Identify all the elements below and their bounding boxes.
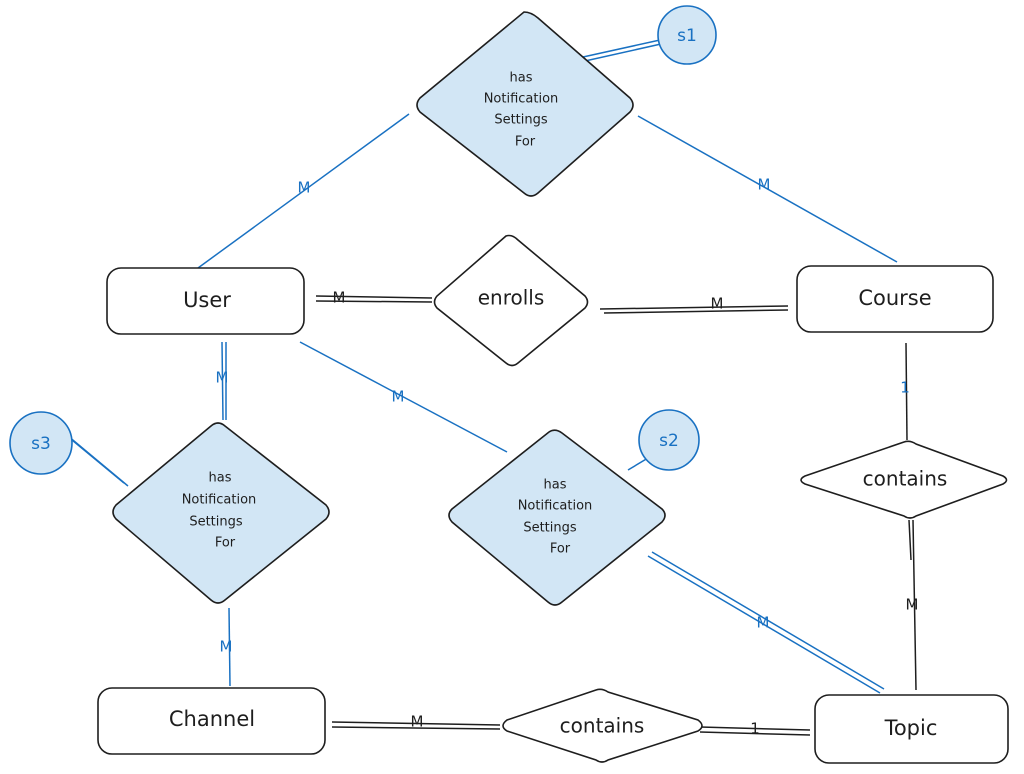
relationship-s3-line-1: has bbox=[209, 471, 232, 486]
connector-contains-topic-double bbox=[908, 519, 912, 561]
relationship-enrolls[interactable]: enrolls bbox=[433, 234, 589, 367]
relationship-s3-line-2: Notification bbox=[182, 493, 257, 508]
marker-s1[interactable]: s1 bbox=[657, 5, 717, 65]
cardinality-user-enrolls: M bbox=[333, 289, 346, 307]
connector-s2-topic bbox=[647, 555, 881, 694]
relationship-s3-line-4: For bbox=[215, 536, 236, 551]
marker-s2-label: s2 bbox=[659, 431, 679, 451]
connector-user-s3 bbox=[221, 341, 224, 421]
entity-course-label: Course bbox=[858, 286, 931, 310]
marker-s3[interactable]: s3 bbox=[9, 411, 73, 475]
connector-channel-contains bbox=[331, 721, 501, 726]
connector-channel-contains-double bbox=[331, 726, 501, 730]
connector-user-enrolls bbox=[315, 295, 433, 299]
relationship-s3-line-3: Settings bbox=[189, 515, 243, 530]
connector-contains-topic-bottom bbox=[699, 726, 811, 731]
cardinality-channel-contains: M bbox=[411, 713, 424, 731]
connector-s3-marker-double bbox=[71, 439, 125, 484]
relationship-enrolls-label: enrolls bbox=[478, 286, 545, 310]
cardinality-user-s2: M bbox=[392, 388, 405, 406]
relationship-s1-line-3: Settings bbox=[494, 113, 548, 128]
marker-s2[interactable]: s2 bbox=[638, 409, 700, 471]
relationship-s1-line-2: Notification bbox=[484, 92, 559, 107]
relationship-s2-line-1: has bbox=[544, 478, 567, 493]
cardinality-channel-s3: M bbox=[220, 638, 233, 656]
cardinality-course-s1: M bbox=[758, 176, 771, 194]
relationship-s2-line-2: Notification bbox=[518, 499, 593, 514]
connector-s1-marker bbox=[582, 39, 661, 58]
relationship-s2-line-3: Settings bbox=[523, 521, 577, 536]
relationship-s1-line-1: has bbox=[510, 71, 533, 86]
connector-enrolls-course-double bbox=[603, 309, 789, 314]
connector-enrolls-course bbox=[599, 305, 789, 310]
cardinality-course-enrolls: M bbox=[711, 295, 724, 313]
cardinality-topic-channel-contains: 1 bbox=[750, 720, 760, 738]
connector-course-contains bbox=[905, 342, 908, 441]
entity-topic[interactable]: Topic bbox=[814, 694, 1009, 764]
connector-s1-marker-double bbox=[584, 43, 662, 62]
relationship-course-contains[interactable]: contains bbox=[800, 440, 1008, 519]
entity-user-label: User bbox=[183, 288, 231, 312]
connector-user-enrolls-double bbox=[315, 300, 433, 303]
entity-channel[interactable]: Channel bbox=[97, 687, 326, 755]
relationship-s1-line-4: For bbox=[515, 135, 536, 150]
connector-user-s2 bbox=[299, 341, 508, 453]
relationship-s1[interactable]: has Notification Settings For bbox=[416, 11, 634, 197]
cardinality-user-s3: M bbox=[216, 369, 229, 387]
connector-s2-topic-double bbox=[651, 551, 885, 690]
marker-s3-label: s3 bbox=[31, 434, 51, 454]
relationship-channel-contains-label: contains bbox=[560, 714, 645, 738]
entity-topic-label: Topic bbox=[884, 716, 938, 740]
entity-channel-label: Channel bbox=[169, 707, 255, 731]
connector-s3-channel bbox=[228, 607, 231, 687]
cardinality-course-contains: 1 bbox=[900, 379, 910, 397]
relationship-s3[interactable]: has Notification Settings For bbox=[112, 422, 330, 604]
relationship-channel-contains[interactable]: contains bbox=[502, 688, 703, 763]
connector-user-s1 bbox=[197, 113, 410, 269]
relationship-s2-line-4: For bbox=[550, 542, 571, 557]
relationship-s2[interactable]: has Notification Settings For bbox=[448, 429, 666, 606]
cardinality-topic-s2: M bbox=[757, 614, 770, 632]
connector-s2-marker bbox=[627, 457, 649, 471]
relationship-course-contains-label: contains bbox=[863, 467, 948, 491]
cardinality-user-s1: M bbox=[298, 179, 311, 197]
entity-course[interactable]: Course bbox=[796, 265, 994, 333]
cardinality-topic-course-contains: M bbox=[906, 596, 919, 614]
connector-s1-course bbox=[637, 115, 898, 263]
connector-contains-topic bbox=[912, 519, 917, 691]
connector-contains-topic-bottom-double bbox=[699, 731, 811, 736]
entity-user[interactable]: User bbox=[106, 267, 305, 335]
marker-s1-label: s1 bbox=[677, 26, 697, 46]
